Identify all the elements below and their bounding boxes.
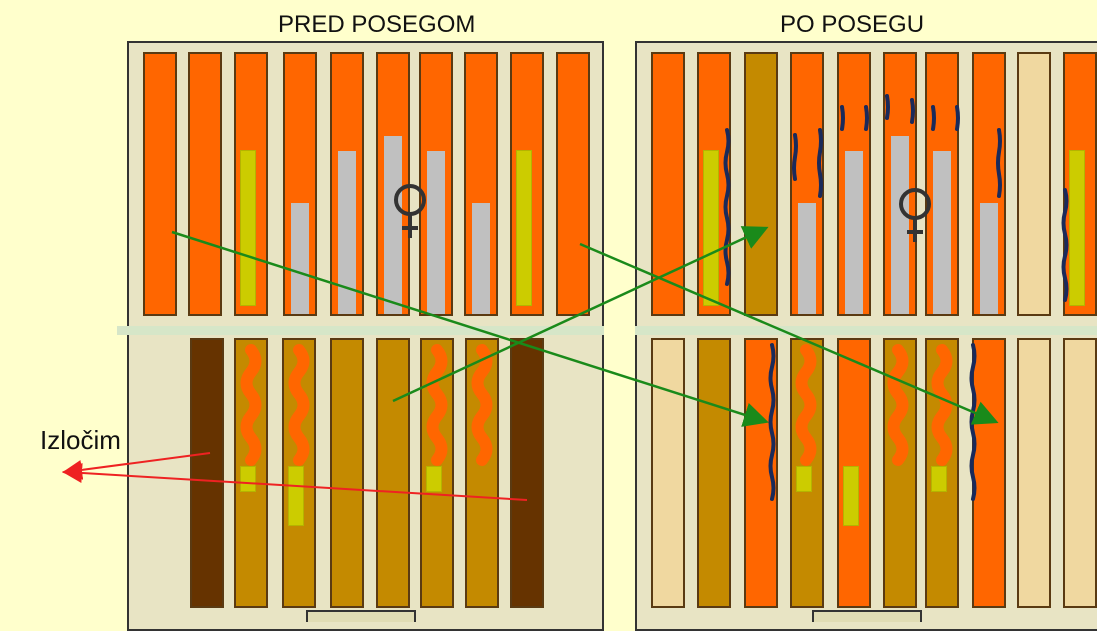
frame-before-upper [330,52,364,316]
honey-area [338,151,356,314]
queen-cells-group [723,94,1069,501]
pollen-area [426,466,442,492]
queen-cell-line [1061,188,1069,302]
frame-after-upper [1017,52,1051,316]
move-arrow-1 [171,230,769,427]
honey-area [845,151,863,314]
frame-after-upper [697,52,731,316]
diagram-overlay [62,94,1069,501]
frame-after-upper [837,52,871,316]
frame-before-lower [190,338,224,608]
honey-area [933,151,951,314]
queen-cell-line [910,98,915,124]
larva-stripe [240,344,262,466]
larva-stripe [842,344,864,466]
queen-cell-line [885,94,890,120]
honey-area [891,136,909,314]
honey-area [427,151,445,314]
frame-before-upper [419,52,453,316]
frame-before-upper [143,52,177,316]
queen-cell-line [840,105,845,131]
frame-before-upper [234,52,268,316]
frame-after-upper [925,52,959,316]
frame-before-upper [464,52,498,316]
queen-cell-line [955,105,960,131]
queen-cell-line [996,128,1002,198]
frame-after-lower [972,338,1006,608]
larvae-group [240,344,953,466]
larva-stripe [426,344,448,466]
frame-before-lower [510,338,544,608]
queen-cell-line [931,105,936,131]
pollen-area [516,150,532,306]
remove-arrow-2 [62,462,528,501]
larva-stripe [887,344,909,466]
remove-arrow-1 [62,452,211,480]
queen-cell-line [864,105,869,131]
honey-area [291,203,309,314]
larva-stripe [288,344,310,466]
pollen-area [931,466,947,492]
honey-area [798,203,816,314]
frame-after-upper [744,52,778,316]
pollen-area [240,466,256,492]
pollen-area [796,466,812,492]
frame-after-lower [1063,338,1097,608]
larva-stripe [931,344,953,466]
queen-cell-line [969,343,977,501]
queen-cell-line [723,128,731,286]
frame-before-upper [556,52,590,316]
pollen-area [1069,150,1085,306]
pollen-area [240,150,256,306]
after-title: PO POSEGU [780,11,925,38]
frame-before-lower [282,338,316,608]
honey-area [472,203,490,314]
frame-after-upper [1063,52,1097,316]
before-title: PRED POSEGOM [278,11,476,38]
queen-cell-line [792,133,798,181]
move-arrow-3 [392,226,769,403]
honey-area [384,136,402,314]
frame-before-lower [330,338,364,608]
queen-cell-line [817,128,823,198]
pollen-area [288,466,304,526]
frame-after-upper [790,52,824,316]
queen-excluder-after [635,326,1097,335]
honey-area [980,203,998,314]
pollen-area [843,466,859,526]
remove-label: Izločim [40,425,121,455]
queen-excluder-before [117,326,604,335]
larva-stripe [471,344,493,466]
frame-before-upper [510,52,544,316]
frame-after-upper [883,52,917,316]
frame-after-lower [651,338,685,608]
frame-after-lower [697,338,731,608]
queen-cell-line [768,343,776,501]
frame-after-lower [1017,338,1051,608]
frame-before-upper [376,52,410,316]
frame-after-upper [651,52,685,316]
pollen-area [703,150,719,306]
queen-symbol-icon [899,188,931,242]
queen-symbol-icon [394,184,426,238]
frame-before-upper [188,52,222,316]
frame-before-lower [376,338,410,608]
larva-stripe [795,344,817,466]
move-arrow-2 [579,242,999,425]
